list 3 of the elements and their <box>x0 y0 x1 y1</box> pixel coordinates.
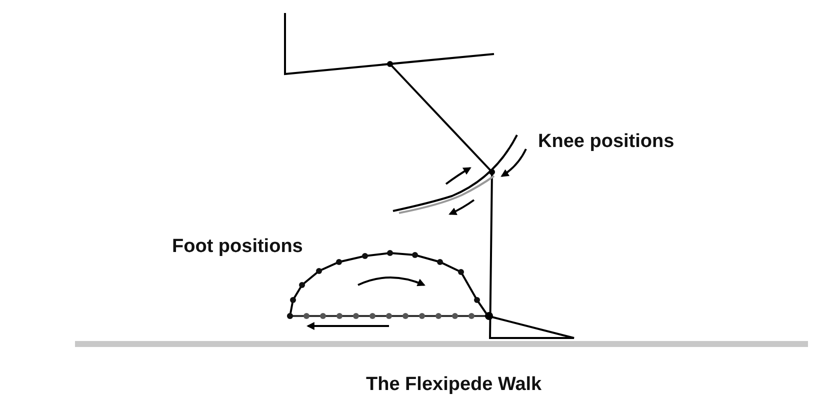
label-text: Knee positions <box>538 131 674 153</box>
label-text: Foot positions <box>172 236 303 258</box>
diagram-title: The Flexipede Walk <box>366 374 542 396</box>
